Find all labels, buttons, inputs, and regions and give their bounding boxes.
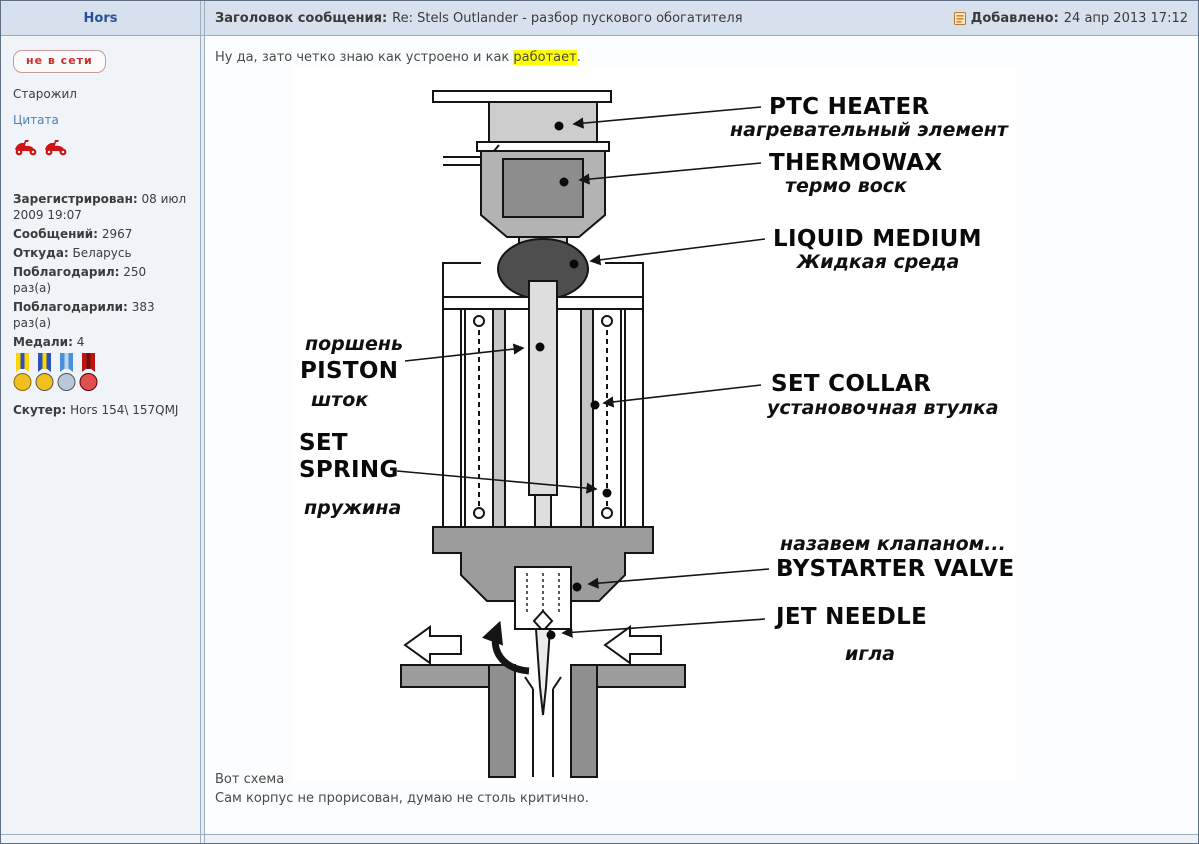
thermowax-element bbox=[502, 158, 585, 218]
label-thermowax-ru: термо воск bbox=[785, 175, 908, 197]
label-set-spring-en2: SPRING bbox=[299, 457, 399, 483]
jet-wall-left bbox=[488, 664, 517, 778]
user-info-list: Зарегистрирован: 08 июл 2009 19:07 Сообщ… bbox=[13, 191, 188, 418]
diagram-labels: PTC HEATER нагревательный элемент THERMO… bbox=[299, 94, 1015, 667]
label-jet-needle-ru: игла bbox=[845, 643, 895, 665]
label-liquid-medium-en: LIQUID MEDIUM bbox=[773, 226, 982, 252]
thanked-received-field: Поблагодарили: 383 раз(а) bbox=[13, 300, 155, 330]
label-bystarter-valve-en: BYSTARTER VALVE bbox=[776, 556, 1015, 582]
row-separator-right bbox=[204, 835, 1198, 843]
location-field: Откуда: Беларусь bbox=[13, 246, 132, 260]
device-cross-section bbox=[400, 90, 687, 778]
label-set-collar-ru: установочная втулка bbox=[767, 397, 999, 419]
label-set-collar-en: SET COLLAR bbox=[771, 371, 931, 397]
posted-label: Добавлено: bbox=[970, 10, 1059, 26]
label-piston-ru-bottom: шток bbox=[311, 389, 369, 411]
label-valve-ru: назавем клапаном... bbox=[780, 533, 1006, 555]
medals-icons bbox=[13, 353, 188, 397]
label-ptc-heater-en: PTC HEATER bbox=[769, 94, 930, 120]
post-text-line3: Сам корпус не прорисован, думаю не столь… bbox=[215, 791, 589, 806]
post-text-line2: Вот схема bbox=[215, 772, 285, 787]
medal-icon bbox=[57, 353, 76, 397]
post-author-cell: Hors bbox=[1, 1, 201, 35]
post-header-row: Hors Заголовок сообщения: Re: Stels Outl… bbox=[1, 1, 1198, 36]
registered-field: Зарегистрирован: 08 июл 2009 19:07 bbox=[13, 192, 187, 222]
user-profile-sidebar: не в сети Старожил Цитата bbox=[1, 36, 201, 834]
row-separator bbox=[1, 834, 1198, 843]
subject-text: Re: Stels Outlander - разбор пускового о… bbox=[392, 10, 743, 26]
label-piston-en: PISTON bbox=[300, 358, 398, 384]
offline-status-badge: не в сети bbox=[13, 50, 106, 73]
medal-icon bbox=[79, 353, 98, 397]
medal-icon bbox=[35, 353, 54, 397]
medal-icon bbox=[13, 353, 32, 397]
airflow-arrow-left bbox=[403, 625, 463, 665]
label-piston-ru-top: поршень bbox=[305, 333, 403, 355]
airflow-arrows bbox=[403, 625, 663, 665]
leader-lines bbox=[397, 106, 770, 638]
heater-plate bbox=[432, 90, 613, 103]
post-text-line1: Ну да, зато четко знаю как устроено и ка… bbox=[215, 50, 1188, 65]
label-set-spring-ru: пружина bbox=[304, 497, 401, 519]
messages-field: Сообщений: 2967 bbox=[13, 227, 133, 241]
label-jet-needle-en: JET NEEDLE bbox=[774, 604, 927, 630]
bystarter-diagram-image: PTC HEATER нагревательный элемент THERMO… bbox=[293, 67, 1017, 782]
post-text: Ну да, зато четко знаю как устроено и ка… bbox=[215, 50, 514, 65]
flow-curved-arrow bbox=[482, 620, 530, 675]
piston-rod bbox=[528, 280, 559, 496]
user-rank: Старожил bbox=[13, 87, 77, 101]
post-text: . bbox=[576, 50, 581, 65]
subject-label: Заголовок сообщения: bbox=[215, 10, 388, 26]
scooter-field: Скутер: Hors 154\ 157QMJ bbox=[13, 403, 179, 417]
scooter-icon bbox=[43, 137, 69, 161]
outer-wall-right bbox=[624, 308, 645, 528]
username-link[interactable]: Hors bbox=[83, 10, 118, 26]
outer-wall-left bbox=[442, 308, 463, 528]
set-collar bbox=[580, 308, 595, 528]
medals-field: Медали: 4 bbox=[13, 335, 85, 349]
row-separator-left bbox=[1, 835, 201, 843]
quote-link[interactable]: Цитата bbox=[13, 113, 59, 127]
post-body-row: не в сети Старожил Цитата bbox=[1, 36, 1198, 834]
jet-wall-right bbox=[570, 664, 599, 778]
thanked-given-field: Поблагодарил: 250 раз(а) bbox=[13, 265, 147, 295]
diagram-background bbox=[293, 67, 1017, 782]
posted-time: 24 апр 2013 17:12 bbox=[1063, 10, 1188, 26]
label-thermowax-en: THERMOWAX bbox=[769, 150, 942, 176]
leader-dots bbox=[535, 121, 612, 640]
post-image-line: Вот схема bbox=[215, 67, 1188, 787]
label-ptc-heater-ru: нагревательный элемент bbox=[730, 119, 1009, 141]
posted-info: Добавлено: 24 апр 2013 17:12 bbox=[953, 10, 1188, 26]
post-time-icon bbox=[953, 11, 966, 25]
post-subject-cell: Заголовок сообщения: Re: Stels Outlander… bbox=[204, 1, 1198, 35]
jet-needle bbox=[535, 628, 552, 716]
ptc-heater-block bbox=[488, 101, 599, 143]
scooter-icon bbox=[13, 137, 39, 161]
user-emoticons bbox=[13, 137, 188, 161]
label-set-spring-en1: SET bbox=[299, 430, 348, 456]
post-content: Ну да, зато четко знаю как устроено и ка… bbox=[204, 36, 1198, 834]
label-liquid-medium-ru: Жидкая среда bbox=[795, 251, 959, 273]
highlighted-word: работает bbox=[513, 50, 577, 65]
